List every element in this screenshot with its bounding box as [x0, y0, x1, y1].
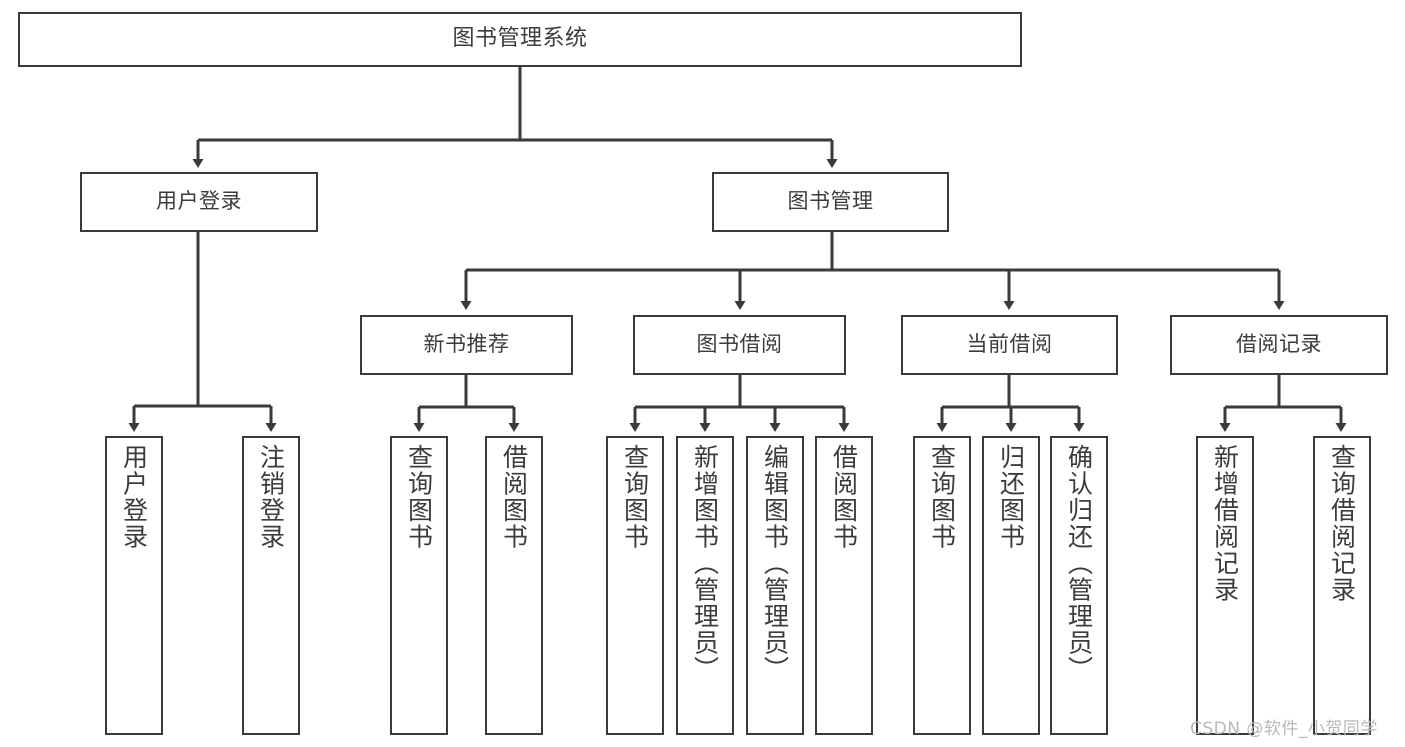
node-new-book-recommend-label: 新书推荐 [423, 332, 510, 357]
leaf-recommend-borrow-book[interactable]: 借阅图书 [485, 436, 543, 735]
node-book-manage-label: 图书管理 [787, 189, 874, 214]
leaf-recommend-borrow-book-label: 借阅图书 [499, 444, 529, 550]
node-current-borrow-label: 当前借阅 [966, 332, 1053, 357]
node-borrow-record-label: 借阅记录 [1236, 332, 1322, 357]
leaf-borrow-add-book-label: 新增图书（管理员） [690, 444, 720, 683]
leaf-borrow-query-book-label: 查询图书 [620, 444, 650, 550]
node-root-label: 图书管理系统 [452, 26, 588, 52]
node-root[interactable]: 图书管理系统 [18, 12, 1022, 67]
leaf-current-query-book[interactable]: 查询图书 [913, 436, 971, 735]
leaf-user-login-label: 用户登录 [119, 444, 149, 550]
leaf-borrow-query-book[interactable]: 查询图书 [606, 436, 664, 735]
leaf-record-query-record-label: 查询借阅记录 [1327, 444, 1357, 603]
node-user-login[interactable]: 用户登录 [80, 172, 318, 232]
leaf-current-return-book-label: 归还图书 [996, 444, 1026, 550]
leaf-current-confirm-return-label: 确认归还（管理员） [1064, 444, 1094, 683]
node-user-login-label: 用户登录 [156, 189, 242, 214]
leaf-current-confirm-return[interactable]: 确认归还（管理员） [1050, 436, 1108, 735]
node-current-borrow[interactable]: 当前借阅 [901, 315, 1118, 375]
leaf-borrow-edit-book[interactable]: 编辑图书（管理员） [746, 436, 804, 735]
leaf-recommend-query-book[interactable]: 查询图书 [390, 436, 448, 735]
leaf-current-query-book-label: 查询图书 [927, 444, 957, 550]
node-book-manage[interactable]: 图书管理 [712, 172, 949, 232]
leaf-borrow-borrow-book[interactable]: 借阅图书 [815, 436, 873, 735]
leaf-borrow-add-book[interactable]: 新增图书（管理员） [676, 436, 734, 735]
node-book-borrow-label: 图书借阅 [696, 332, 783, 357]
leaf-logout-label: 注销登录 [256, 444, 286, 550]
node-new-book-recommend[interactable]: 新书推荐 [360, 315, 573, 375]
csdn-watermark: CSDN @软件_小贺同学 [1190, 719, 1378, 739]
leaf-logout[interactable]: 注销登录 [242, 436, 300, 735]
node-borrow-record[interactable]: 借阅记录 [1170, 315, 1388, 375]
node-book-borrow[interactable]: 图书借阅 [633, 315, 846, 375]
leaf-record-query-record[interactable]: 查询借阅记录 [1313, 436, 1371, 735]
leaf-record-add-record[interactable]: 新增借阅记录 [1196, 436, 1254, 735]
leaf-current-return-book[interactable]: 归还图书 [982, 436, 1040, 735]
leaf-borrow-edit-book-label: 编辑图书（管理员） [760, 444, 790, 683]
leaf-user-login[interactable]: 用户登录 [105, 436, 163, 735]
leaf-borrow-borrow-book-label: 借阅图书 [829, 444, 859, 550]
leaf-record-add-record-label: 新增借阅记录 [1210, 444, 1240, 603]
leaf-recommend-query-book-label: 查询图书 [404, 444, 434, 550]
